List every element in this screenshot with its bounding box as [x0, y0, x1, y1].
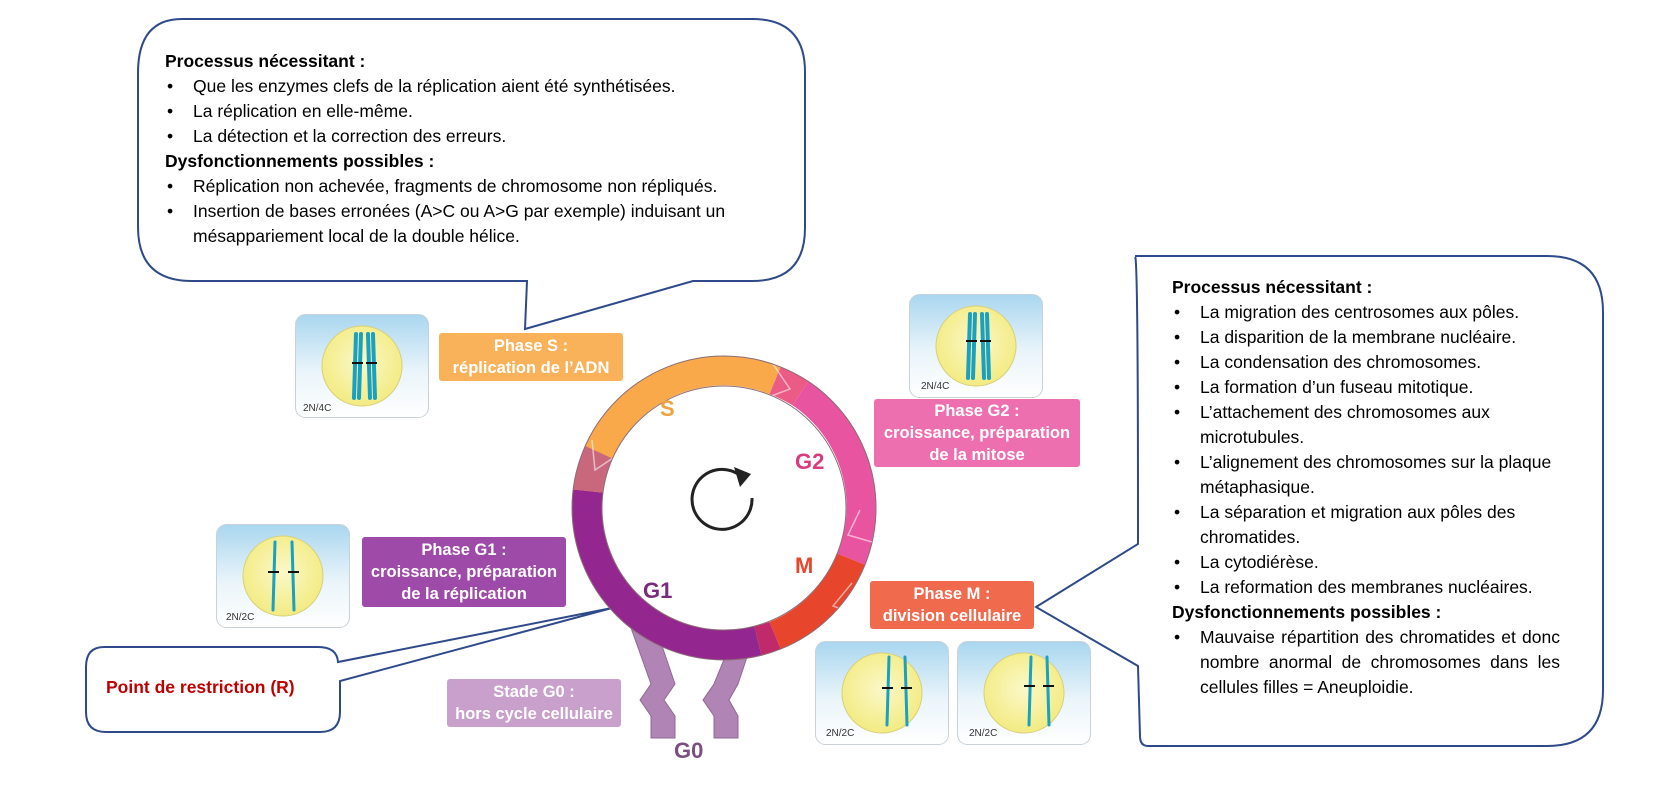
stage-g0-desc: hors cycle cellulaire: [455, 705, 613, 723]
phase-g1-desc-2: de la réplication: [401, 585, 527, 603]
phase-s-desc: réplication de l’ADN: [452, 359, 610, 377]
callout-m-requirements-list: La migration des centrosomes aux pôles. …: [1172, 300, 1560, 600]
list-item: Insertion de bases erronées (A>C ou A>G …: [165, 199, 775, 249]
callout-s-requirements-list: Que les enzymes clefs de la réplication …: [165, 74, 775, 149]
list-item: L’alignement des chromosomes sur la plaq…: [1172, 450, 1560, 500]
phase-g1-title: Phase G1 :: [421, 541, 507, 559]
list-item: Réplication non achevée, fragments de ch…: [165, 174, 775, 199]
ploidy-s: 2N/4C: [303, 403, 331, 414]
phase-g2-label: Phase G2 : croissance, préparation de la…: [874, 399, 1080, 467]
callout-s-requirements-title: Processus nécessitant :: [165, 51, 366, 71]
list-item: La migration des centrosomes aux pôles.: [1172, 300, 1560, 325]
phase-m-title: Phase M :: [913, 585, 991, 603]
callout-s-dysfunctions-title: Dysfonctionnements possibles :: [165, 151, 435, 171]
ring-segment-m: [769, 553, 866, 649]
restriction-callout-bubble: [85, 607, 613, 733]
ring-segment-m-g1-transition: [754, 621, 781, 656]
phase-g2-desc-1: croissance, préparation: [883, 424, 1071, 442]
cell-m-left: 2N/2C: [815, 641, 949, 745]
ploidy-g2: 2N/4C: [921, 381, 949, 392]
phase-g2-title: Phase G2 :: [934, 402, 1020, 420]
phase-s-label: Phase S : réplication de l’ADN: [439, 333, 623, 381]
cell-m-right: 2N/2C: [957, 641, 1091, 745]
ploidy-m-right: 2N/2C: [969, 728, 997, 739]
list-item: Que les enzymes clefs de la réplication …: [165, 74, 775, 99]
list-item: La séparation et migration aux pôles des…: [1172, 500, 1560, 550]
phase-g2-desc-2: de la mitose: [929, 446, 1025, 464]
ring-letter-g1: G1: [643, 578, 672, 603]
ring-letter-m: M: [795, 553, 813, 578]
callout-m-dysfunctions-list: Mauvaise répartition des chromatides et …: [1172, 625, 1560, 700]
ring-letter-s: S: [660, 396, 675, 421]
ploidy-m-left: 2N/2C: [826, 728, 854, 739]
ring-letter-g2: G2: [795, 449, 824, 474]
restriction-point-label: Point de restriction (R): [106, 677, 295, 697]
callout-m-requirements-title: Processus nécessitant :: [1172, 277, 1373, 297]
phase-m-desc: division cellulaire: [882, 607, 1022, 625]
callout-m-dysfunctions-title: Dysfonctionnements possibles :: [1172, 602, 1442, 622]
ring-segment-g1: [572, 489, 762, 660]
list-item: La formation d’un fuseau mitotique.: [1172, 375, 1560, 400]
ploidy-g1: 2N/2C: [226, 612, 254, 623]
callout-s-dysfunctions-list: Réplication non achevée, fragments de ch…: [165, 174, 775, 249]
list-item: La cytodiérèse.: [1172, 550, 1560, 575]
list-item: La détection et la correction des erreur…: [165, 124, 775, 149]
list-item: La condensation des chromosomes.: [1172, 350, 1560, 375]
list-item: La réplication en elle-même.: [165, 99, 775, 124]
list-item: La disparition de la membrane nucléaire.: [1172, 325, 1560, 350]
ring-letter-g0: G0: [674, 738, 703, 763]
list-item: Mauvaise répartition des chromatides et …: [1172, 625, 1560, 700]
cell-g1: 2N/2C: [216, 524, 350, 628]
cycle-ring: [571, 355, 877, 661]
ring-segment-g1-s-transition: [573, 446, 613, 493]
phase-g1-label: Phase G1 : croissance, préparation de la…: [362, 537, 566, 607]
phase-m-label: Phase M : division cellulaire: [870, 581, 1034, 629]
cell-g2: 2N/4C: [909, 294, 1043, 398]
list-item: L’attachement des chromosomes aux microt…: [1172, 400, 1560, 450]
stage-g0-label: Stade G0 : hors cycle cellulaire: [447, 679, 621, 727]
callout-s-text: Processus nécessitant : Que les enzymes …: [165, 49, 775, 249]
phase-s-title: Phase S :: [493, 337, 569, 355]
phase-g1-desc-1: croissance, préparation: [370, 563, 558, 581]
ring-segment-s-g2-transition: [769, 367, 809, 406]
rotation-arrow-icon: [690, 467, 754, 531]
stage-g0-title: Stade G0 :: [493, 683, 575, 701]
cell-s: 2N/4C: [295, 314, 429, 418]
list-item: La reformation des membranes nucléaires.: [1172, 575, 1560, 600]
callout-m-text: Processus nécessitant : La migration des…: [1172, 275, 1560, 700]
